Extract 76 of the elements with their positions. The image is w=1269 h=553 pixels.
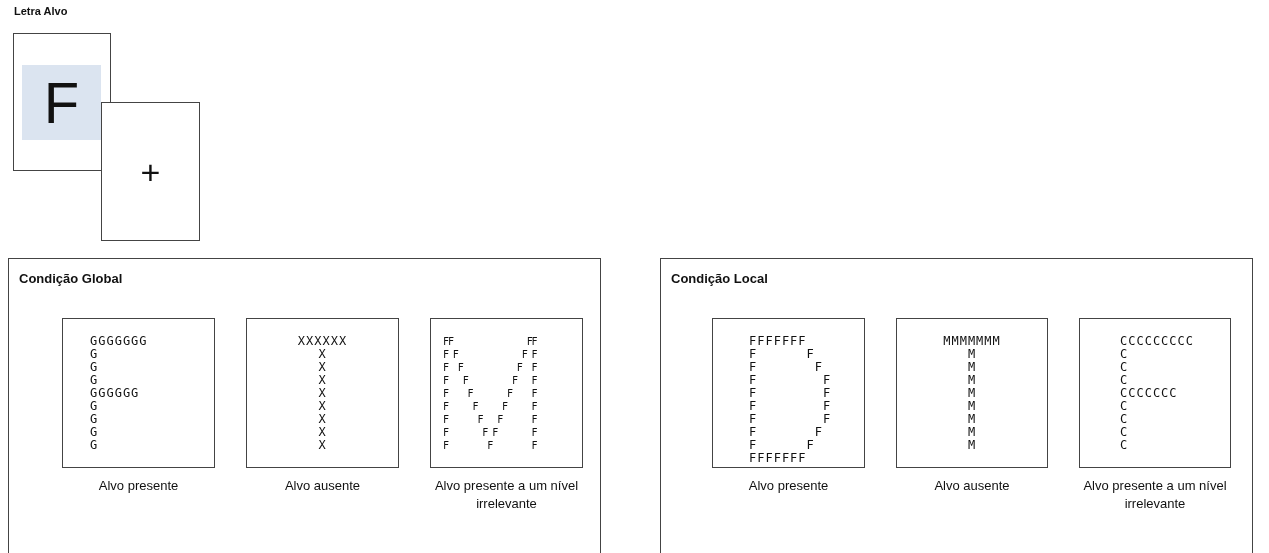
letter-row: M xyxy=(967,439,977,452)
letter-row: FFFFFFF xyxy=(749,452,807,465)
letter-row: CCCCCCC xyxy=(1120,387,1178,400)
fixation-cross: + xyxy=(139,154,162,189)
stimulus-card xyxy=(13,33,111,171)
panel-title: Condição Global xyxy=(19,271,123,286)
letter-row: M xyxy=(967,413,977,426)
letter-row: G xyxy=(90,439,99,452)
letter-row: M xyxy=(967,400,977,413)
letter-row: F F F F xyxy=(443,400,537,413)
letter-row: C xyxy=(1120,374,1129,387)
letter-row: X xyxy=(318,439,327,452)
target-letter: F xyxy=(43,73,80,132)
panel-title: Condição Local xyxy=(671,271,768,286)
stimulus-card xyxy=(430,318,583,468)
letter-row: F F xyxy=(749,400,832,413)
letter-row: C xyxy=(1120,348,1129,361)
node-label: Letra Alvo xyxy=(14,5,68,17)
node-label: Alvo presente a um nível irrelevante xyxy=(433,477,580,513)
letter-row: G xyxy=(90,426,99,439)
letter-row: F F F F xyxy=(443,413,537,426)
stimulus-card xyxy=(246,318,399,468)
letter-row: M xyxy=(967,387,977,400)
node-label: Alvo presente a um nível irrelevante xyxy=(1082,477,1228,513)
letter-row: X xyxy=(318,374,327,387)
stimulus-card xyxy=(101,102,200,241)
node-label: Alvo ausente xyxy=(933,477,1011,495)
letter-row: G xyxy=(90,400,99,413)
stimulus-card xyxy=(62,318,215,468)
letter-row: G xyxy=(90,413,99,426)
letter-row: F F F F xyxy=(443,387,537,400)
letter-row: X xyxy=(318,387,327,400)
letter-row: F F F F xyxy=(443,348,537,361)
letter-row: C xyxy=(1120,400,1129,413)
letter-row: F F xyxy=(749,374,832,387)
letter-row: F F F F xyxy=(443,361,537,374)
letter-row: C xyxy=(1120,413,1129,426)
stimulus-card xyxy=(1079,318,1231,468)
letter-row: F F F F xyxy=(443,374,537,387)
letter-row: X xyxy=(318,400,327,413)
stimulus-card xyxy=(896,318,1048,468)
node-label: Alvo presente xyxy=(747,477,830,495)
letter-row: X xyxy=(318,361,327,374)
letter-row: CCCCCCCCC xyxy=(1120,335,1195,348)
letter-row: F F xyxy=(749,348,815,361)
letter-row: F F xyxy=(749,413,832,426)
letter-row: X xyxy=(318,413,327,426)
letter-row: C xyxy=(1120,439,1129,452)
letter-row: M xyxy=(967,348,977,361)
letter-row: XXXXXX xyxy=(297,335,348,348)
letter-row: F F xyxy=(749,387,832,400)
letter-row: GGGGGGG xyxy=(90,335,148,348)
letter-row: X xyxy=(318,348,327,361)
letter-row: M xyxy=(967,374,977,387)
node-label: Alvo presente xyxy=(97,477,180,495)
letter-row: GGGGGG xyxy=(90,387,140,400)
letter-row: FF FF xyxy=(443,335,537,348)
stimulus-card xyxy=(712,318,865,468)
letter-row: G xyxy=(90,348,99,361)
letter-row: F F F F xyxy=(443,426,537,439)
letter-row: G xyxy=(90,374,99,387)
letter-row: F F xyxy=(749,361,824,374)
letter-row: M xyxy=(967,361,977,374)
letter-row: C xyxy=(1120,361,1129,374)
letter-row: MMMMMMM xyxy=(943,335,1001,348)
condition-panel xyxy=(660,258,1253,553)
node-label: Alvo ausente xyxy=(283,477,362,495)
letter-row: F F F xyxy=(443,439,537,452)
letter-row: F F xyxy=(749,439,815,452)
letter-row: X xyxy=(318,426,327,439)
condition-panel xyxy=(8,258,601,553)
letter-row: F F xyxy=(749,426,824,439)
letter-row: FFFFFFF xyxy=(749,335,807,348)
letter-row: C xyxy=(1120,426,1129,439)
letter-row: M xyxy=(967,426,977,439)
letter-row: G xyxy=(90,361,99,374)
